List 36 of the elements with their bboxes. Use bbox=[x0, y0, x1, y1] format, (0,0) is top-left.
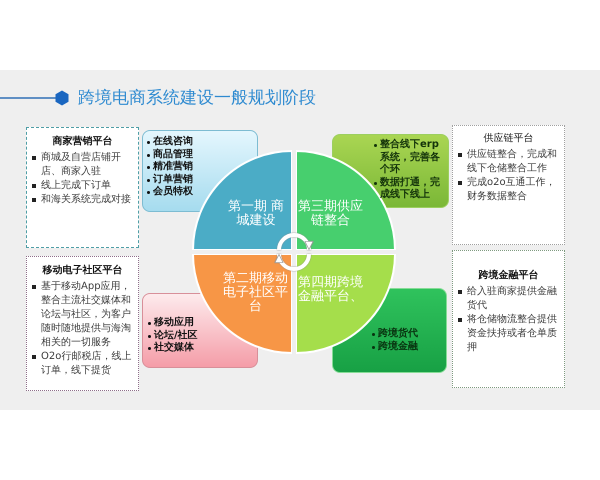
feature-item: 订单营销 bbox=[147, 174, 255, 186]
cycle-arrow bbox=[275, 254, 311, 271]
feature-item: 移动应用 bbox=[148, 317, 255, 330]
phase-label: 第二期移动电子社区平台 bbox=[222, 272, 289, 314]
feature-item: 社交媒体 bbox=[148, 342, 255, 354]
feature-item: 跨境金融 bbox=[372, 340, 444, 353]
feature-item: 在线咨询 bbox=[147, 136, 255, 148]
panel-heading: 移动电子社区平台 bbox=[41, 264, 124, 278]
feature-item: 整合线下erp系统，完善各个环 bbox=[374, 139, 446, 176]
info-panel bbox=[452, 125, 565, 245]
phase-label: 第三期供应链整合 bbox=[297, 200, 364, 228]
feature-item: 精准营销 bbox=[147, 161, 255, 174]
feature-item: 论坛/社区 bbox=[148, 330, 255, 342]
bullet-text: 供应链整合，完成和线下仓储整合工作 bbox=[457, 148, 560, 176]
bullet-text: 将仓储物流整合提供资金扶持或者仓单质押 bbox=[457, 313, 560, 355]
feature-item: 会员特权 bbox=[147, 186, 255, 198]
bullet-text: 线上完成下订单 bbox=[31, 179, 134, 193]
bullet-text: 完成o2o互通工作，财务数据整合 bbox=[457, 176, 560, 204]
feature-item: 数据打通，完成线下线上 bbox=[374, 176, 446, 202]
panel-heading: 跨境金融平台 bbox=[478, 269, 540, 283]
info-panel bbox=[26, 256, 139, 391]
diagram-title: 跨境电商系统建设一般规划阶段 bbox=[78, 87, 316, 109]
panel-heading: 商家营销平台 bbox=[52, 135, 114, 149]
cycle-arrow bbox=[277, 233, 313, 250]
bullet-text: 给入驻商家提供金融货代 bbox=[457, 285, 560, 313]
info-panel bbox=[26, 127, 139, 248]
info-panel bbox=[452, 250, 565, 388]
phase-label: 第四期跨境金融平台、 bbox=[297, 276, 364, 304]
bullet-text: O2o行邮税店，线上订单，线下提货 bbox=[31, 350, 134, 378]
feature-item: 跨境货代 bbox=[372, 328, 444, 340]
bullet-text: 商城及自营店铺开店、商家入驻 bbox=[31, 151, 134, 179]
panel-heading: 供应链平台 bbox=[482, 132, 534, 146]
bullet-text: 和海关系统完成对接 bbox=[31, 193, 134, 207]
bullet-text: 基于移动App应用，整合主流社交媒体和论坛与社区，为客户随时随地提供与海淘相关的一切服务 bbox=[31, 280, 134, 350]
phase-label: 第一期 商城建设 bbox=[226, 200, 286, 228]
feature-item: 商品管理 bbox=[147, 148, 255, 161]
